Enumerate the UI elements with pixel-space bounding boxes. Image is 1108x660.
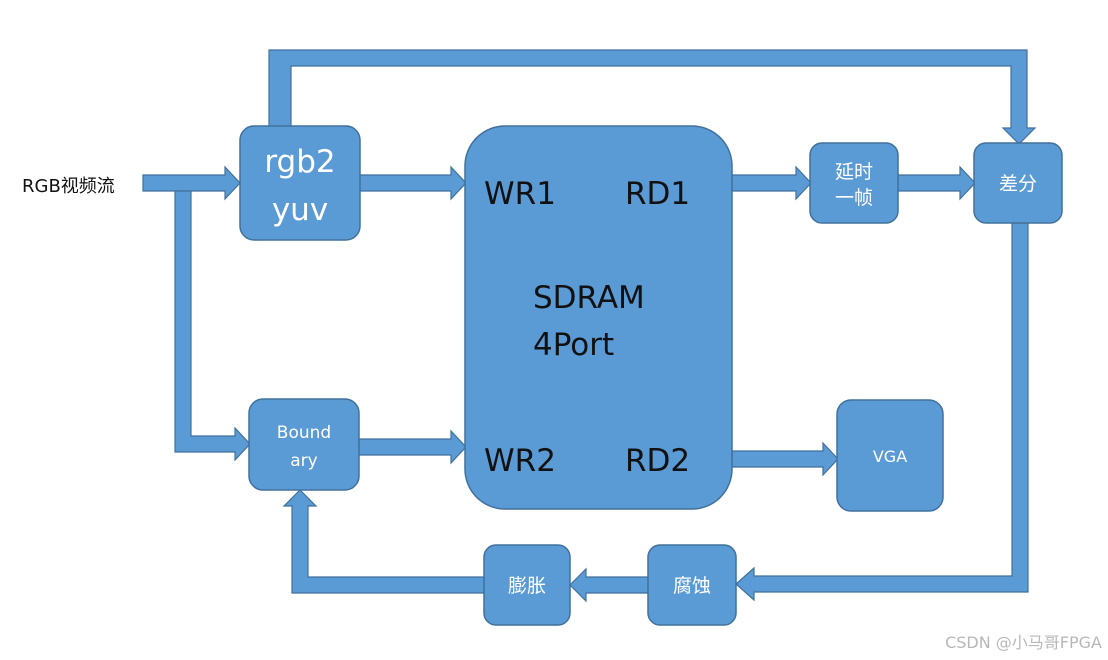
- sdram-port-rd1: RD1: [625, 176, 690, 212]
- arrow-rgb2yuv-to-wr1: [358, 165, 467, 201]
- delay-label-line2: 一帧: [835, 187, 873, 209]
- arrow-rd1-to-delay: [731, 165, 812, 201]
- arrow-input-to-rgb2yuv: [142, 165, 241, 201]
- arrow-delay-to-diff: [897, 165, 976, 201]
- arrow-rd2-to-vga: [731, 441, 839, 477]
- sdram-port-wr2: WR2: [484, 443, 556, 479]
- dilate-label: 膨胀: [508, 575, 546, 597]
- sdram-port-wr1: WR1: [484, 176, 556, 212]
- boundary-label-line1: Bound: [277, 423, 331, 443]
- rgb2yuv-block: rgb2 yuv: [239, 125, 361, 241]
- sdram-title-line1: SDRAM: [533, 280, 645, 316]
- delay-block: 延时 一帧: [809, 142, 899, 224]
- arrow-input-to-boundary: [174, 190, 251, 462]
- erode-label: 腐蚀: [673, 575, 711, 597]
- vga-block: VGA: [836, 399, 944, 512]
- sdram-block: WR1 RD1 SDRAM 4Port WR2 RD2: [464, 125, 733, 510]
- delay-label-line1: 延时: [835, 161, 873, 183]
- erode-block: 腐蚀: [647, 544, 737, 626]
- watermark: CSDN @小马哥FPGA: [945, 633, 1102, 652]
- vga-label: VGA: [873, 447, 907, 466]
- input-stream-label: RGB视频流: [22, 176, 115, 197]
- arrow-diff-to-erode: [735, 222, 1029, 602]
- diff-block: 差分: [973, 142, 1063, 224]
- sdram-title-line2: 4Port: [533, 327, 614, 363]
- rgb2yuv-label-line2: yuv: [272, 192, 328, 228]
- arrow-dilate-to-boundary: [282, 489, 485, 594]
- boundary-block: Bound ary: [248, 398, 360, 491]
- boundary-label-line2: ary: [290, 451, 317, 471]
- arrow-boundary-to-wr2: [358, 429, 467, 465]
- dilate-block: 膨胀: [483, 544, 571, 626]
- arrow-erode-to-dilate: [569, 567, 649, 603]
- sdram-port-rd2: RD2: [625, 443, 690, 479]
- connectors: [142, 49, 1037, 603]
- arrow-rgb2yuv-to-diff-loop: [268, 49, 1037, 145]
- diff-label: 差分: [999, 173, 1037, 195]
- rgb2yuv-label-line1: rgb2: [264, 144, 335, 180]
